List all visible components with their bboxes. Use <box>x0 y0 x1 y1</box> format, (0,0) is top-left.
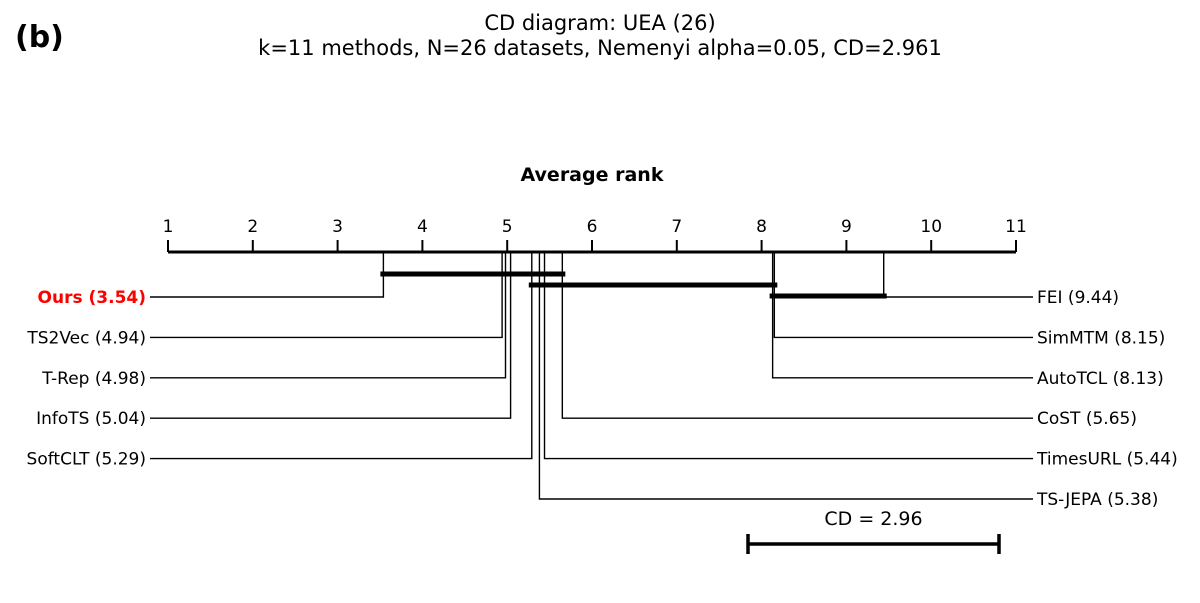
method-label: TS2Vec (4.94) <box>26 328 146 348</box>
tick-label: 10 <box>920 217 942 237</box>
tick-label: 1 <box>163 217 174 237</box>
tick-label: 7 <box>671 217 682 237</box>
tick-label: 8 <box>756 217 767 237</box>
method-label: AutoTCL (8.13) <box>1037 369 1164 389</box>
method-label: InfoTS (5.04) <box>36 409 146 429</box>
method-connector <box>538 252 1033 500</box>
method-label: FEI (9.44) <box>1037 288 1119 308</box>
cd-label: CD = 2.96 <box>824 508 922 530</box>
method-label: Ours (3.54) <box>38 288 146 308</box>
method-label: TS-JEPA (5.38) <box>1036 490 1158 510</box>
method-connector <box>771 252 1033 379</box>
tick-label: 4 <box>417 217 428 237</box>
tick-label: 11 <box>1005 217 1027 237</box>
chart-title: CD diagram: UEA (26) <box>484 11 716 35</box>
method-connector <box>561 252 1033 419</box>
tick-label: 6 <box>587 217 598 237</box>
method-connector <box>150 252 512 419</box>
method-connector <box>150 252 503 339</box>
method-label: SoftCLT (5.29) <box>27 450 146 470</box>
method-label: CoST (5.65) <box>1037 409 1137 429</box>
method-label: T-Rep (4.98) <box>41 369 146 389</box>
method-connector <box>883 252 1033 298</box>
panel-label: (b) <box>15 20 64 55</box>
axis-label: Average rank <box>521 164 664 186</box>
method-connector <box>773 252 1033 339</box>
method-connector <box>150 252 533 460</box>
tick-label: 5 <box>502 217 513 237</box>
method-connector <box>150 252 507 379</box>
tick-label: 2 <box>247 217 258 237</box>
method-label: TimesURL (5.44) <box>1036 450 1178 470</box>
method-label: SimMTM (8.15) <box>1037 328 1165 348</box>
tick-label: 9 <box>841 217 852 237</box>
tick-label: 3 <box>332 217 343 237</box>
method-connector <box>543 252 1033 460</box>
method-connector <box>150 252 385 298</box>
chart-subtitle: k=11 methods, N=26 datasets, Nemenyi alp… <box>258 36 942 60</box>
